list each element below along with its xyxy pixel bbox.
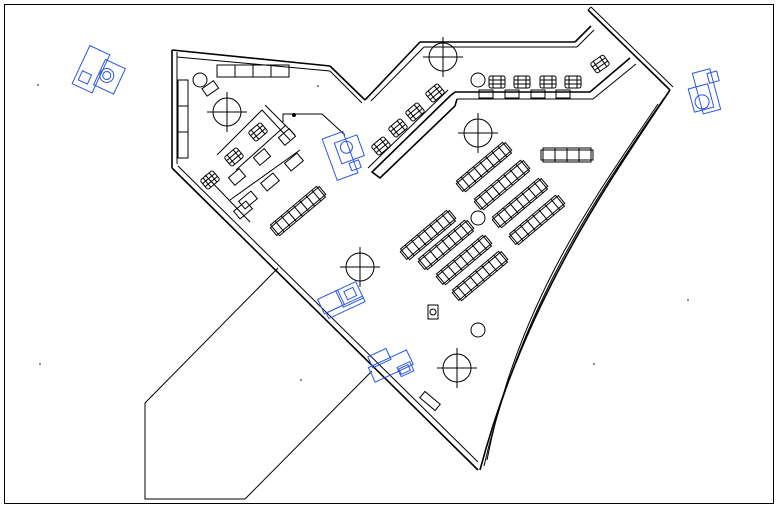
bench-icon bbox=[508, 194, 566, 246]
columns bbox=[470, 72, 486, 338]
lounge-set-icon bbox=[316, 280, 366, 320]
waiting-benches bbox=[269, 141, 566, 302]
desk-chair-icon bbox=[248, 122, 268, 142]
lounge-set-icon bbox=[71, 44, 127, 95]
building-walls bbox=[171, 6, 674, 471]
desk-chair-icon bbox=[590, 54, 610, 74]
desk-chair-icon bbox=[371, 136, 391, 156]
site-outline bbox=[144, 267, 373, 500]
bench-icon bbox=[455, 141, 513, 193]
counter-chairs bbox=[200, 54, 610, 190]
desk-chair-icon bbox=[488, 75, 506, 89]
bench-icon bbox=[269, 185, 327, 237]
desk-chair-icon bbox=[539, 75, 557, 89]
bench-icon bbox=[399, 209, 457, 261]
reference-points bbox=[37, 84, 689, 381]
reception-counter bbox=[367, 57, 637, 180]
bench-icon bbox=[451, 250, 509, 302]
ceiling-light-icon bbox=[458, 113, 498, 153]
ceiling-light-icon bbox=[340, 247, 380, 287]
desk-chair-icon bbox=[405, 102, 425, 122]
desk-chair-icon bbox=[224, 147, 244, 167]
ceiling-light-icon bbox=[207, 92, 247, 132]
column-icon bbox=[470, 210, 486, 226]
storage-cabinets bbox=[177, 64, 290, 159]
counter-desk bbox=[530, 89, 546, 99]
bench-icon bbox=[473, 159, 531, 211]
column-icon bbox=[470, 72, 486, 88]
ceiling-lights bbox=[207, 37, 498, 388]
blue-lounge-sets bbox=[71, 44, 722, 383]
desk-chair-icon bbox=[200, 170, 220, 190]
desk-chair-icon bbox=[564, 75, 582, 89]
sofa-icon bbox=[540, 147, 594, 163]
column-icon bbox=[470, 322, 486, 338]
ceiling-light-icon bbox=[423, 37, 463, 77]
workstations bbox=[227, 127, 305, 220]
sheet-border bbox=[4, 4, 774, 504]
office-partitions bbox=[204, 104, 346, 223]
ceiling-light-icon bbox=[437, 348, 477, 388]
bench-icon bbox=[417, 219, 475, 271]
bench-icon bbox=[435, 234, 493, 286]
desk-chair-icon bbox=[513, 75, 531, 89]
lounge-set-icon bbox=[321, 130, 366, 182]
lounge-set-icon bbox=[687, 68, 722, 115]
counter-desk bbox=[478, 89, 494, 99]
counter-desk bbox=[504, 89, 520, 99]
counter-desk bbox=[555, 89, 571, 99]
desk-chair-icon bbox=[425, 83, 445, 103]
bench-icon bbox=[491, 177, 549, 229]
misc-fixtures bbox=[419, 304, 441, 412]
lounge-set-icon bbox=[367, 347, 415, 383]
desk-chair-icon bbox=[388, 118, 408, 138]
